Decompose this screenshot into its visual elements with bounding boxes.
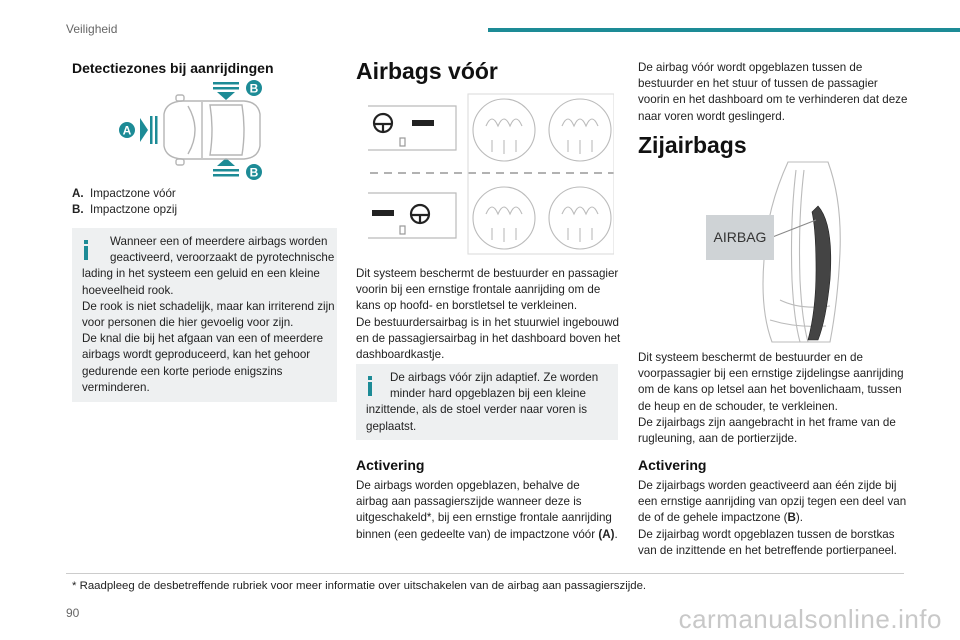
dashboard-lhd [368,105,457,151]
airbag-seat-illustrations [467,93,614,255]
airbag-module [769,205,832,341]
info-text: De airbags vóór zijn adaptief. Ze worden… [366,371,599,433]
activation-front-text: De airbags worden opgeblazen, behalve de… [356,479,618,541]
svg-text:B: B [250,166,259,180]
heading-detection-zones: Detectiezones bij aanrijdingen [72,60,274,76]
info-box-adaptive: De airbags vóór zijn adaptief. Ze worden… [356,364,618,440]
info-icon [368,376,372,396]
side-impact-arrows-bottom [213,158,239,177]
label-b-bottom-badge: B [246,164,262,180]
label-a-badge: A [119,122,135,138]
watermark: carmanualsonline.info [678,604,942,634]
airbag-label-box [706,215,774,260]
front-airbags-illustration [368,93,614,255]
legend-list: A. Impactzone vóór B. Impactzone opzij [72,186,177,218]
label-b-top-badge: B [246,80,262,96]
dashboard-rhd [368,192,457,239]
side-airbag-seat-illustration: AIRBAG [706,161,841,343]
heading-front-airbags: Airbags vóór [356,58,498,84]
heading-activation-front: Activering [356,457,425,473]
side-impact-arrows-top [213,82,239,100]
section-title: Veiligheid [66,22,118,36]
front-airbag-intro: De airbag vóór wordt opgeblazen tussen d… [638,61,908,123]
footnote-divider [66,573,904,574]
activation-side-text: De zijairbags worden geactiveerd aan één… [638,479,907,557]
side-airbags-description: Dit systeem beschermt de bestuurder en d… [638,351,904,446]
front-impact-arrows [140,116,158,144]
heading-activation-side: Activering [638,457,707,473]
legend-item: B. Impactzone opzij [72,203,178,217]
info-text: Wanneer een of meerdere airbags worden g… [82,235,335,394]
impact-zones-diagram: A B B [119,80,262,180]
footnote: * Raadpleeg de desbetreffende rubriek vo… [72,580,647,592]
svg-text:B: B [250,82,259,96]
legend-item: A. Impactzone vóór [72,187,176,200]
page-number: 90 [66,606,80,620]
car-top-view [163,94,261,166]
airbag-label: AIRBAG [714,229,767,245]
svg-text:A: A [123,124,132,138]
info-icon [84,240,88,260]
info-box-smoke: Wanneer een of meerdere airbags worden g… [72,228,337,402]
heading-side-airbags: Zijairbags [638,132,747,158]
front-airbags-description: Dit systeem beschermt de bestuurder en p… [356,267,621,362]
header-accent-bar [488,28,960,32]
